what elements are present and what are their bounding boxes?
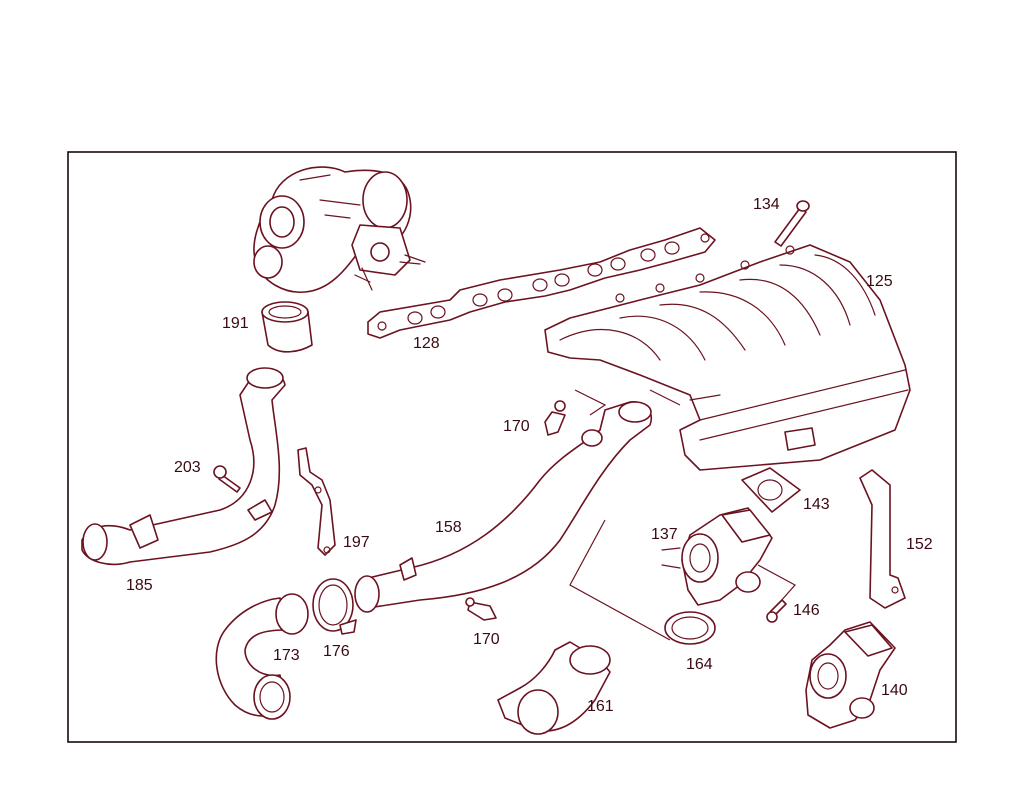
- label-146: 146: [793, 602, 820, 619]
- part-152-bracket: [859, 469, 906, 609]
- part-164-seal: [664, 611, 716, 645]
- leader-170-top: [574, 389, 607, 416]
- label-134: 134: [753, 196, 780, 213]
- label-158: 158: [435, 519, 462, 536]
- part-140-valve: [805, 621, 896, 729]
- part-170-sensor-bottom: [465, 597, 497, 621]
- part-203-bolt: [213, 465, 241, 493]
- label-137: 137: [651, 526, 678, 543]
- part-143-gasket: [741, 467, 801, 513]
- leader-158: [649, 389, 681, 406]
- turbocharger: [253, 166, 426, 293]
- label-152: 152: [906, 536, 933, 553]
- label-185: 185: [126, 577, 153, 594]
- part-158-pipe: [354, 401, 652, 613]
- leader-146: [757, 564, 796, 603]
- part-137-valve: [661, 507, 773, 606]
- label-128: 128: [413, 335, 440, 352]
- diagram-frame: [67, 151, 957, 743]
- label-161: 161: [587, 698, 614, 715]
- leader-137-164: [569, 519, 671, 641]
- part-128-gasket: [367, 227, 716, 339]
- part-125-intake-manifold: [544, 244, 911, 471]
- label-143: 143: [803, 496, 830, 513]
- label-197: 197: [343, 534, 370, 551]
- label-140: 140: [881, 682, 908, 699]
- label-170-top: 170: [503, 418, 530, 435]
- part-173-hose: [215, 593, 309, 720]
- part-197-bracket: [297, 447, 336, 556]
- label-173: 173: [273, 647, 300, 664]
- label-191: 191: [222, 315, 249, 332]
- part-146-bolt: [766, 599, 787, 623]
- part-191-sleeve: [261, 301, 313, 353]
- part-185-hose: [81, 367, 286, 566]
- label-164: 164: [686, 656, 713, 673]
- label-170-bottom: 170: [473, 631, 500, 648]
- part-134-bolt: [774, 200, 810, 247]
- part-176-clamp: [312, 578, 357, 635]
- part-170-sensor-top: [544, 400, 566, 436]
- label-203: 203: [174, 459, 201, 476]
- label-125: 125: [866, 273, 893, 290]
- label-176: 176: [323, 643, 350, 660]
- part-161-elbow: [497, 641, 611, 735]
